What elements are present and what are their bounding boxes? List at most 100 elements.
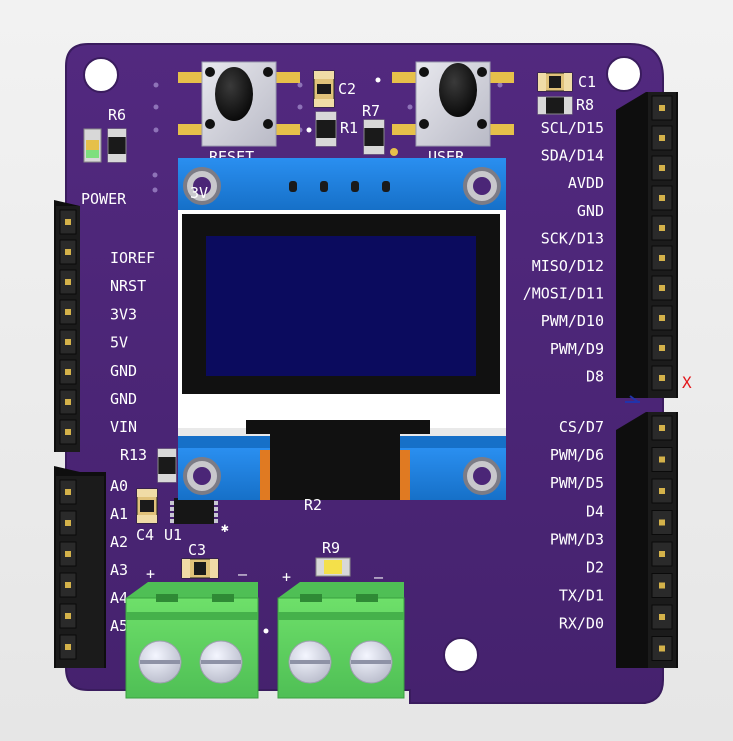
left-pin-label: GND [110,390,137,408]
header-pin-contact [659,345,665,351]
header-pin-contact [65,279,71,285]
terminal-block-left[interactable] [125,582,259,699]
resistor-r13 [157,448,177,483]
oled-module: 3V [178,158,506,500]
oled-header-pins [289,181,390,192]
r1-label: R1 [340,119,358,137]
header-pin-contact [65,551,71,557]
right-pin-label: SCK/D13 [541,229,604,247]
capacitor-c2 [313,70,335,108]
header-pin-contact [659,225,665,231]
right-pin-label: /MOSI/D11 [523,285,604,303]
header-pin-contact [659,425,665,431]
silk-dot [306,127,312,133]
c4-label: C4 [136,526,154,544]
c2-label: C2 [338,80,356,98]
resistor-r7 [363,119,385,155]
r6-label: R6 [108,106,126,124]
ic-u1: ✱ [170,498,229,536]
header-pin-contact [659,195,665,201]
mounting-hole-top-left [83,57,119,93]
header-pin-contact [659,255,665,261]
right-pin-label: RX/D0 [559,615,604,633]
right-pin-label: PWM/D3 [550,530,604,548]
mounting-hole-bottom-right [443,637,479,673]
left-pin-label: A0 [110,477,128,495]
r7-label: R7 [362,102,380,120]
header-pin-contact [65,399,71,405]
c1-label: C1 [578,73,596,91]
led-r9 [315,557,351,577]
user-button[interactable] [392,61,514,147]
right-pin-label: PWM/D5 [550,474,604,492]
header-pin-contact [65,489,71,495]
minus-left-label: – [238,565,248,583]
header-pin-contact [659,315,665,321]
header-pin-contact [659,456,665,463]
header-pin-contact [659,614,665,620]
header-pin-contact [65,582,71,588]
left-pin-label: A2 [110,533,128,551]
resistor-r1 [315,111,337,147]
header-pin-contact [65,219,71,225]
left-pin-label: 5V [110,334,128,352]
r9-label: R9 [322,539,340,557]
left-pin-label: VIN [110,418,137,436]
header-pin-contact [659,551,665,557]
header-pin-contact [659,645,665,652]
header-pin-contact [659,488,665,494]
oled-3v-label: 3V [190,184,208,202]
header-pin-contact [65,249,71,255]
mounting-hole-top-right [606,56,642,92]
left-pin-label: A1 [110,505,128,523]
right-pin-label: PWM/D10 [541,312,604,330]
left-pin-label: GND [110,362,137,380]
right-pin-label: SDA/D14 [541,147,604,165]
left-pin-label: NRST [110,277,146,295]
silk-dot [263,628,269,634]
plus-left-label: + [146,565,155,583]
header-pin-contact [65,520,71,526]
right-pin-label: D4 [586,502,604,520]
reset-button[interactable] [178,61,300,147]
right-pin-label: SCL/D15 [541,119,604,137]
c3-label: C3 [188,541,206,559]
capacitor-c1 [537,72,573,92]
oled-flex-cable [246,420,430,434]
oled-screen [206,236,476,376]
header-pin-contact [659,519,665,526]
terminal-block-right[interactable] [277,582,405,699]
right-pin-label: D8 [586,367,604,385]
header-pin-contact [659,582,665,589]
header-pin-contact [65,429,71,435]
header-pin-contact [659,165,665,171]
right-pin-label: D2 [586,559,604,577]
header-pin-contact [659,135,665,141]
resistor-r6 [107,128,127,163]
header-pin-contact [659,285,665,291]
left-pin-label: A4 [110,589,128,607]
right-pin-label: GND [577,202,604,220]
power-label: POWER [81,190,127,208]
header-pin-contact [65,309,71,315]
header-pin-contact [659,105,665,111]
left-header-power [54,200,80,452]
silk-dot [375,77,381,83]
capacitor-c4 [136,488,158,524]
header-pin-contact [65,339,71,345]
svg-text:✱: ✱ [221,521,229,536]
right-pin-label: PWM/D9 [550,340,604,358]
capacitor-c3 [181,558,219,579]
power-led [83,128,102,163]
right-pin-label: AVDD [568,174,604,192]
right-pin-label: TX/D1 [559,587,604,605]
r13-label: R13 [120,446,147,464]
right-pin-label: CS/D7 [559,418,604,436]
right-pin-label: MISO/D12 [532,257,604,275]
